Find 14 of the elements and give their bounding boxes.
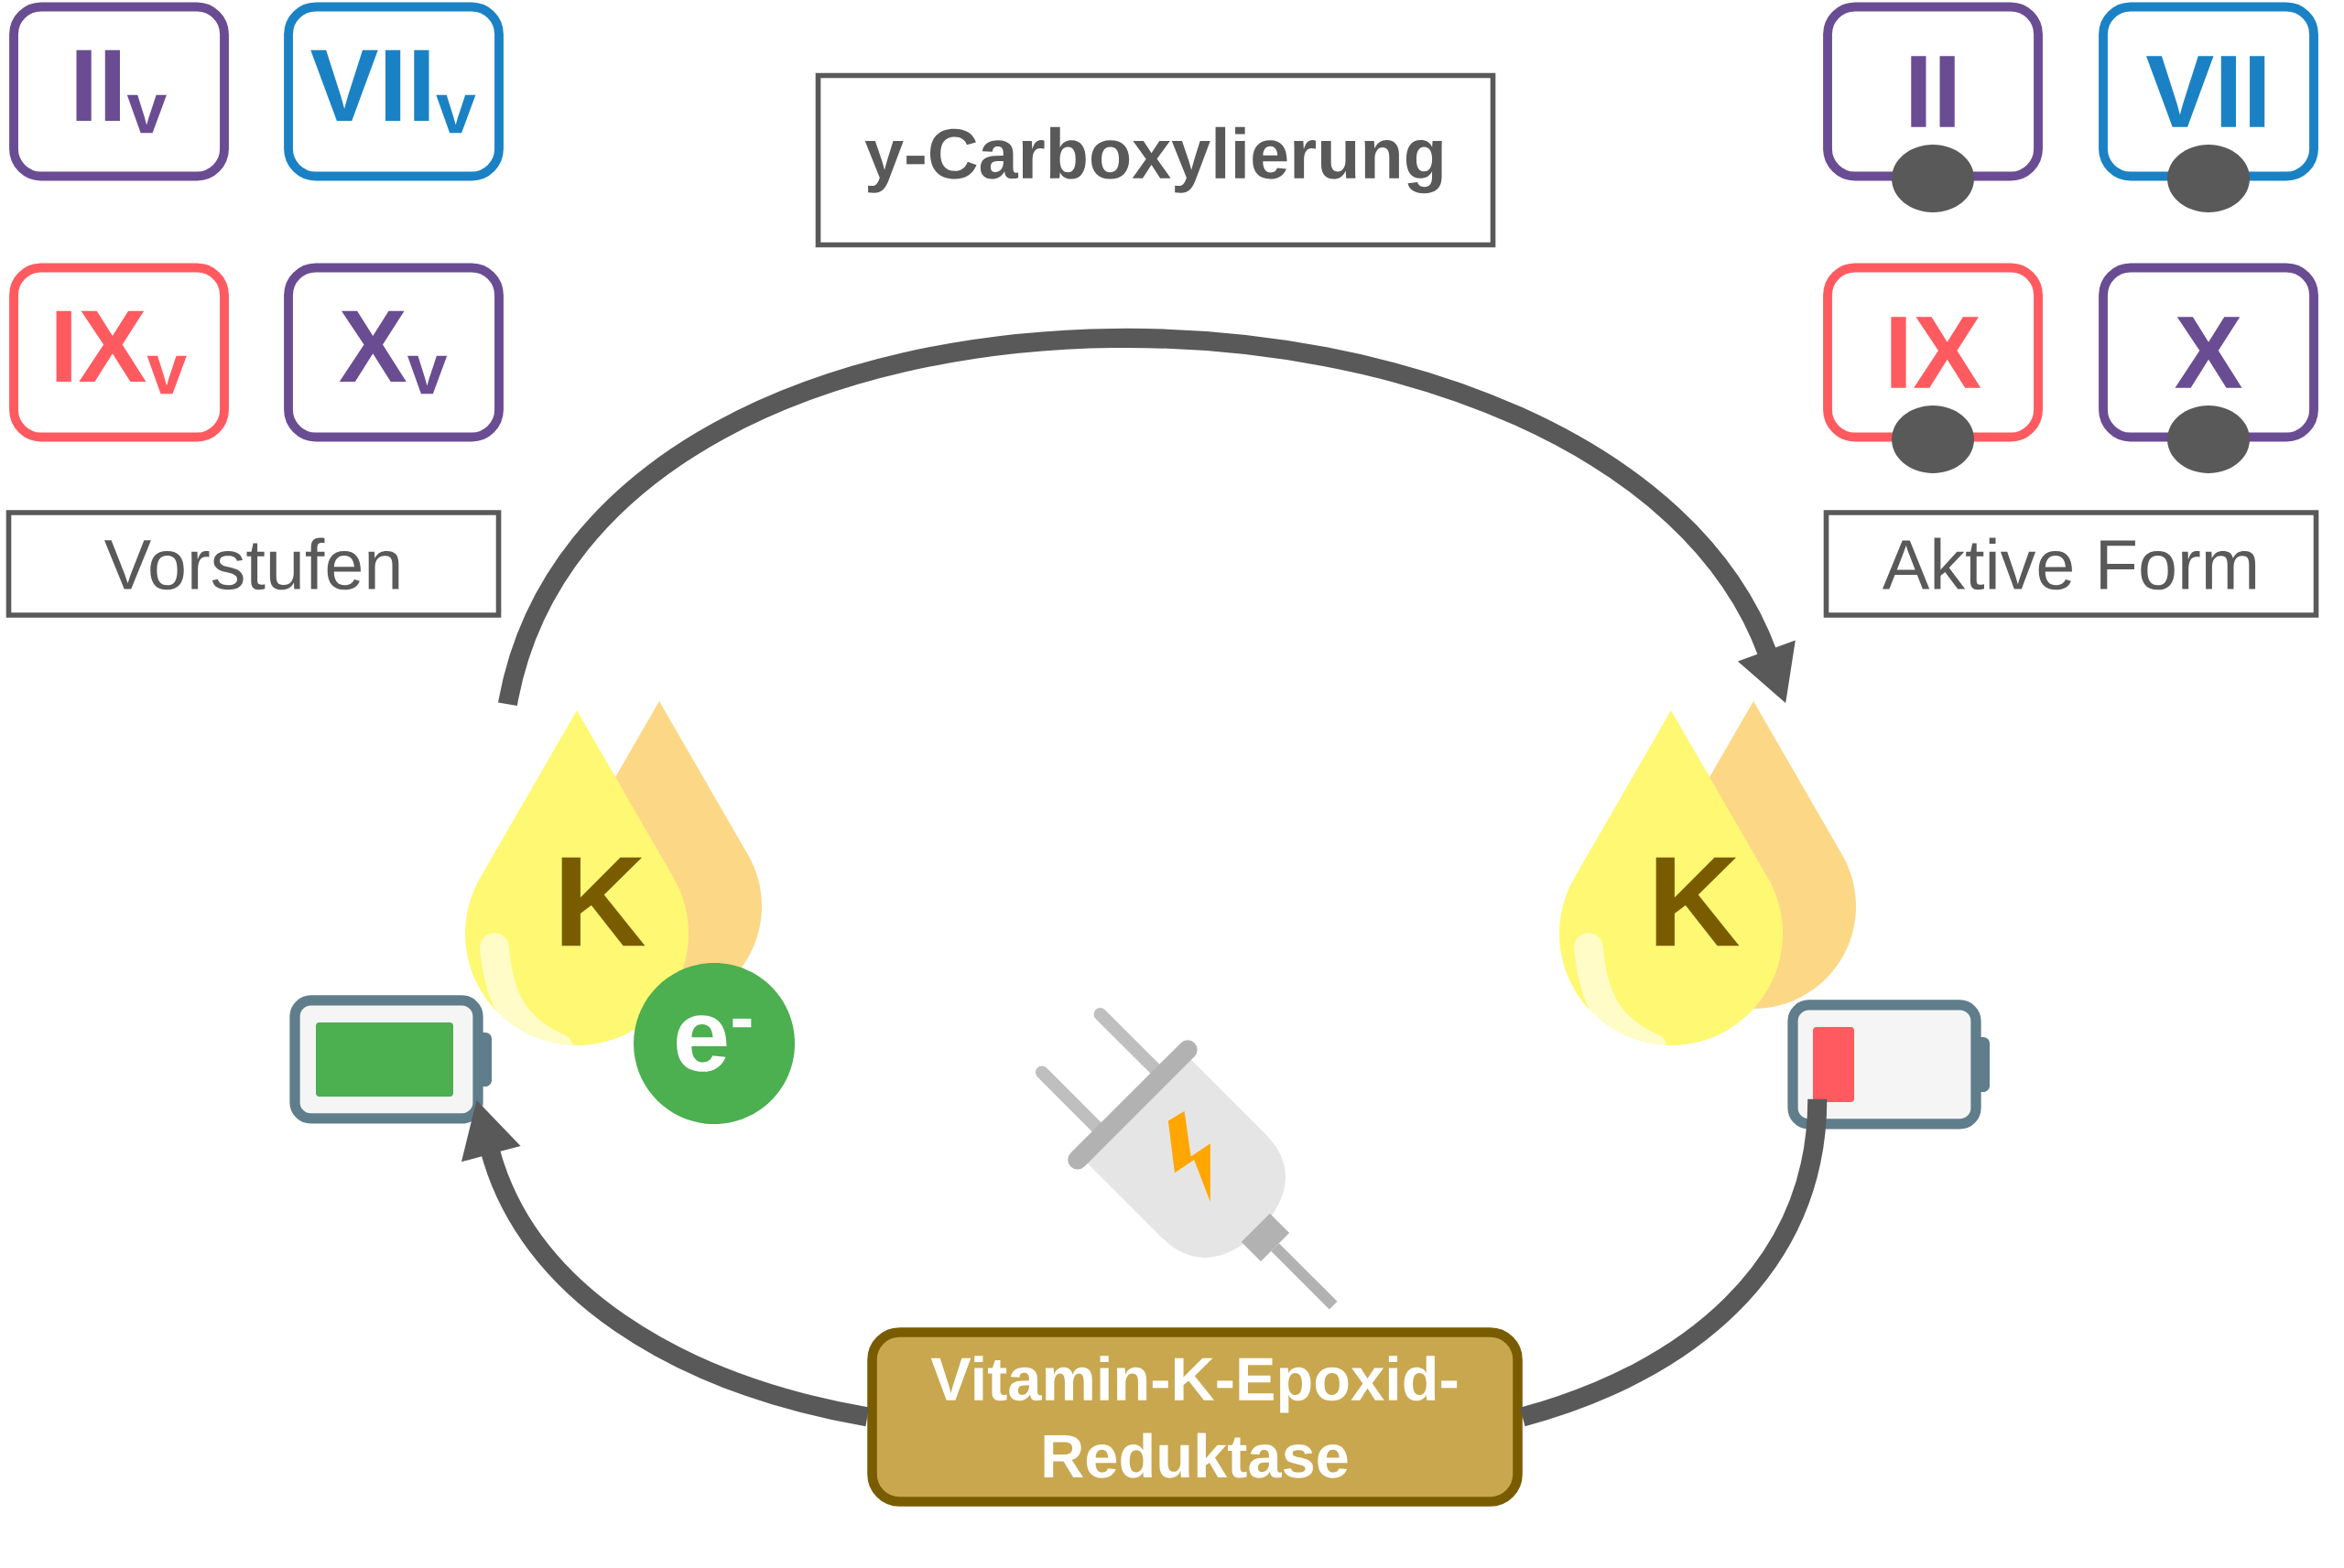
factor-box: IX <box>1823 263 2043 473</box>
factor-box: VII$_{v}$ <box>284 2 504 181</box>
arrow <box>498 329 1796 708</box>
label-box: y-Carboxylierung <box>815 72 1496 248</box>
factor-box: VII <box>2099 2 2318 212</box>
factor-box: II$_{v}$ <box>9 2 229 181</box>
vitamin-drop: K <box>1559 701 1857 1063</box>
enzyme-box: Vitamin-K-Epoxid- Reduktase <box>867 1327 1523 1507</box>
label-box: Vorstufen <box>5 510 502 618</box>
factor-box: X <box>2099 263 2318 473</box>
label-box: Aktive Form <box>1823 510 2319 618</box>
factor-box: IX$_{v}$ <box>9 263 229 442</box>
factor-box: X$_{v}$ <box>284 263 504 442</box>
factor-box: II <box>1823 2 2043 212</box>
